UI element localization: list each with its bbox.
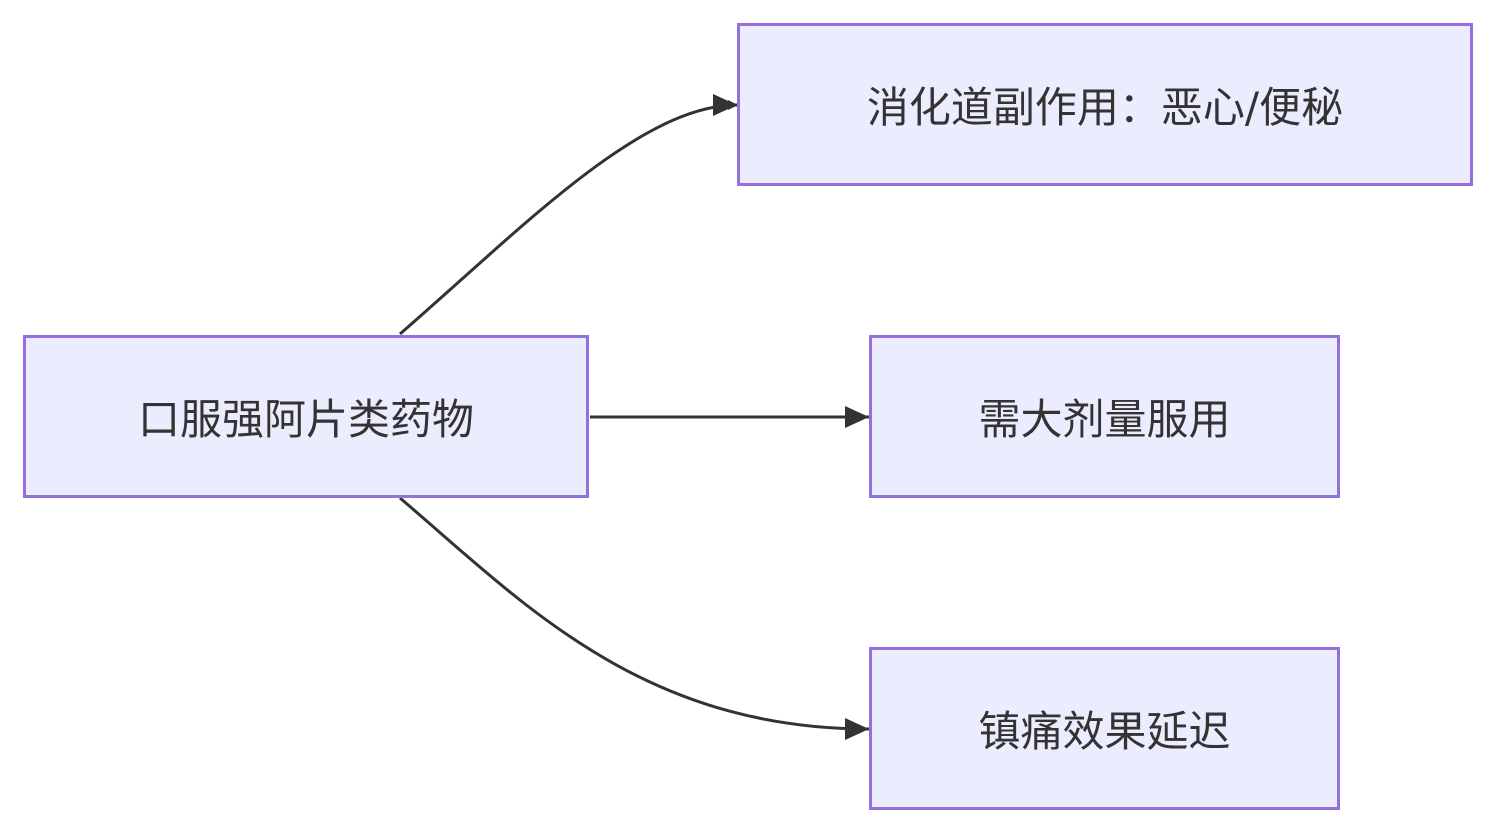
node-gi-side-effects: 消化道副作用：恶心/便秘	[737, 23, 1473, 186]
node-delayed-analgesia: 镇痛效果延迟	[869, 647, 1340, 810]
node-label: 镇痛效果延迟	[978, 707, 1231, 756]
arrowhead-delay	[845, 718, 869, 740]
node-label: 消化道副作用：恶心/便秘	[866, 83, 1344, 132]
node-high-dose: 需大剂量服用	[869, 335, 1340, 498]
arrowhead-dose	[845, 406, 869, 428]
edge-source-to-delay	[399, 496, 870, 731]
node-label: 需大剂量服用	[978, 395, 1231, 444]
node-oral-opioids: 口服强阿片类药物	[23, 335, 589, 498]
node-label: 口服强阿片类药物	[137, 395, 474, 444]
arrowhead-gi	[713, 94, 737, 116]
edge-source-to-gi	[399, 100, 738, 336]
